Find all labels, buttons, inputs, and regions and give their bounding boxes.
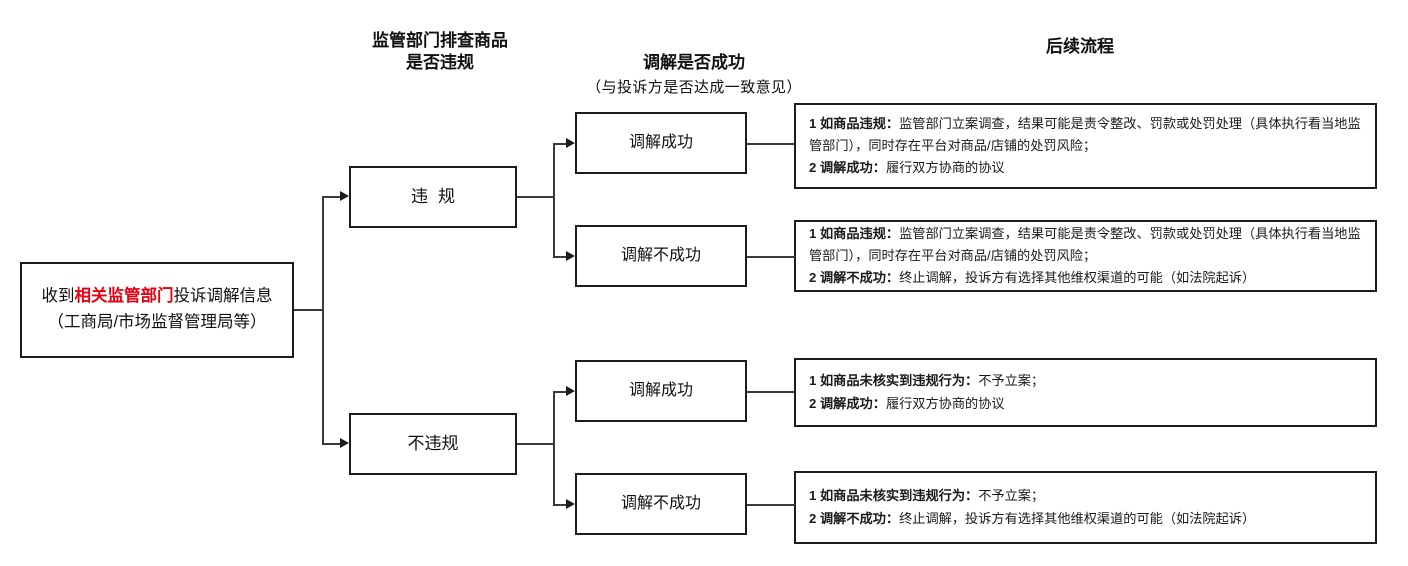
connector-failure2-to-outcome4 (747, 504, 795, 506)
node-start-complaint[interactable]: 收到相关监管部门投诉调解信息 （工商局/市场监督管理局等） (20, 262, 294, 358)
node-mediation-success-no-violation-label: 调解成功 (628, 382, 693, 399)
outcome-item: 2 调解成功：履行双方协商的协议 (809, 157, 1363, 179)
arrowhead-no-violation-to-failure (566, 499, 575, 509)
outcome-item-body: 不予立案； (978, 488, 1045, 504)
outcome-item-lead: 2 调解成功： (809, 395, 886, 411)
connector-violation-to-success (553, 143, 568, 145)
outcome-item: 2 调解成功：履行双方协商的协议 (809, 393, 1363, 415)
arrowhead-to-violation (340, 191, 349, 201)
connector-success1-to-outcome1 (747, 143, 795, 145)
outcome-box-no-violation-success: 1 如商品未核实到违规行为：不予立案； 2 调解成功：履行双方协商的协议 (794, 358, 1377, 427)
outcome-box-no-violation-failure: 1 如商品未核实到违规行为：不予立案； 2 调解不成功：终止调解，投诉方有选择其… (794, 471, 1377, 544)
node-mediation-success-violation-label: 调解成功 (628, 134, 693, 151)
outcome-item: 1 如商品违规：监管部门立案调查，结果可能是责令整改、罚款或处罚处理（具体执行看… (809, 223, 1363, 267)
connector-start-stem (294, 309, 323, 311)
connector-no-violation-stem (517, 443, 554, 445)
outcome-item-body: 不予立案； (978, 373, 1045, 389)
outcome-item-lead: 1 如商品未核实到违规行为： (809, 373, 979, 389)
start-text-highlight: 相关监管部门 (74, 287, 174, 306)
outcome-item: 1 如商品未核实到违规行为：不予立案； (809, 370, 1363, 392)
node-decision-violation-label: 违规 (411, 187, 465, 207)
connector-no-violation-to-failure (553, 504, 568, 506)
outcome-box-violation-failure: 1 如商品违规：监管部门立案调查，结果可能是责令整改、罚款或处罚处理（具体执行看… (794, 220, 1377, 292)
node-start-text: 收到相关监管部门投诉调解信息 （工商局/市场监督管理局等） (42, 284, 273, 335)
column-header-followup: 后续流程 (1046, 37, 1114, 56)
outcome-item: 2 调解不成功：终止调解，投诉方有选择其他维权渠道的可能（如法院起诉） (809, 267, 1363, 289)
outcome-item-lead: 2 调解不成功： (809, 510, 900, 526)
connector-to-violation (322, 196, 342, 198)
connector-violation-split-vertical (553, 143, 555, 256)
connector-success2-to-outcome3 (747, 391, 795, 393)
node-mediation-failure-violation-label: 调解不成功 (620, 247, 701, 264)
arrowhead-violation-to-failure (566, 251, 575, 261)
column-header-inspection: 监管部门排查商品 是否违规 (372, 31, 508, 73)
outcome-item-body: 监管部门立案调查，结果可能是责令整改、罚款或处罚处理（具体执行看当地监管部门），… (809, 115, 1361, 153)
start-text-post: 投诉调解信息 (173, 287, 273, 306)
arrowhead-violation-to-success (566, 138, 575, 148)
arrowhead-to-no-violation (340, 438, 349, 448)
node-mediation-success-violation[interactable]: 调解成功 (575, 112, 747, 174)
connector-start-split-vertical (322, 196, 324, 443)
outcome-item-body: 终止调解，投诉方有选择其他维权渠道的可能（如法院起诉） (899, 270, 1256, 286)
start-text-pre: 收到 (41, 287, 75, 306)
connector-failure1-to-outcome2 (747, 256, 795, 258)
outcome-item-lead: 1 如商品未核实到违规行为： (809, 488, 979, 504)
arrowhead-no-violation-to-success (566, 386, 575, 396)
node-mediation-failure-no-violation-label: 调解不成功 (620, 495, 701, 512)
outcome-item-body: 履行双方协商的协议 (885, 395, 1005, 411)
node-decision-no-violation[interactable]: 不违规 (349, 413, 517, 475)
column-header-mediation: 调解是否成功 （与投诉方是否达成一致意见） (552, 30, 836, 120)
node-mediation-failure-violation[interactable]: 调解不成功 (575, 225, 747, 287)
outcome-item: 1 如商品未核实到违规行为：不予立案； (809, 485, 1363, 507)
node-decision-violation[interactable]: 违规 (349, 166, 517, 228)
outcome-item-lead: 2 调解成功： (809, 160, 886, 176)
outcome-item: 2 调解不成功：终止调解，投诉方有选择其他维权渠道的可能（如法院起诉） (809, 508, 1363, 530)
outcome-item-body: 终止调解，投诉方有选择其他维权渠道的可能（如法院起诉） (899, 510, 1256, 526)
connector-violation-to-failure (553, 256, 568, 258)
outcome-box-violation-success: 1 如商品违规：监管部门立案调查，结果可能是责令整改、罚款或处罚处理（具体执行看… (794, 103, 1377, 189)
connector-no-violation-to-success (553, 391, 568, 393)
outcome-item: 1 如商品违规：监管部门立案调查，结果可能是责令整改、罚款或处罚处理（具体执行看… (809, 113, 1363, 157)
connector-to-no-violation (322, 443, 342, 445)
connector-no-violation-split-vertical (553, 391, 555, 504)
outcome-item-lead: 1 如商品违规： (809, 115, 900, 131)
node-mediation-failure-no-violation[interactable]: 调解不成功 (575, 473, 747, 535)
node-decision-no-violation-label: 不违规 (407, 434, 459, 454)
node-start-line-2: （工商局/市场监督管理局等） (47, 313, 267, 331)
column-header-mediation-subtitle: （与投诉方是否达成一致意见） (586, 78, 802, 96)
outcome-item-body: 履行双方协商的协议 (885, 160, 1005, 176)
connector-violation-stem (517, 196, 554, 198)
outcome-item-lead: 1 如商品违规： (809, 225, 900, 241)
node-start-line-1: 收到相关监管部门投诉调解信息 (42, 284, 273, 310)
outcome-item-body: 监管部门立案调查，结果可能是责令整改、罚款或处罚处理（具体执行看当地监管部门），… (809, 225, 1361, 263)
column-header-mediation-title: 调解是否成功 (643, 53, 745, 73)
outcome-item-lead: 2 调解不成功： (809, 270, 900, 286)
node-mediation-success-no-violation[interactable]: 调解成功 (575, 360, 747, 422)
